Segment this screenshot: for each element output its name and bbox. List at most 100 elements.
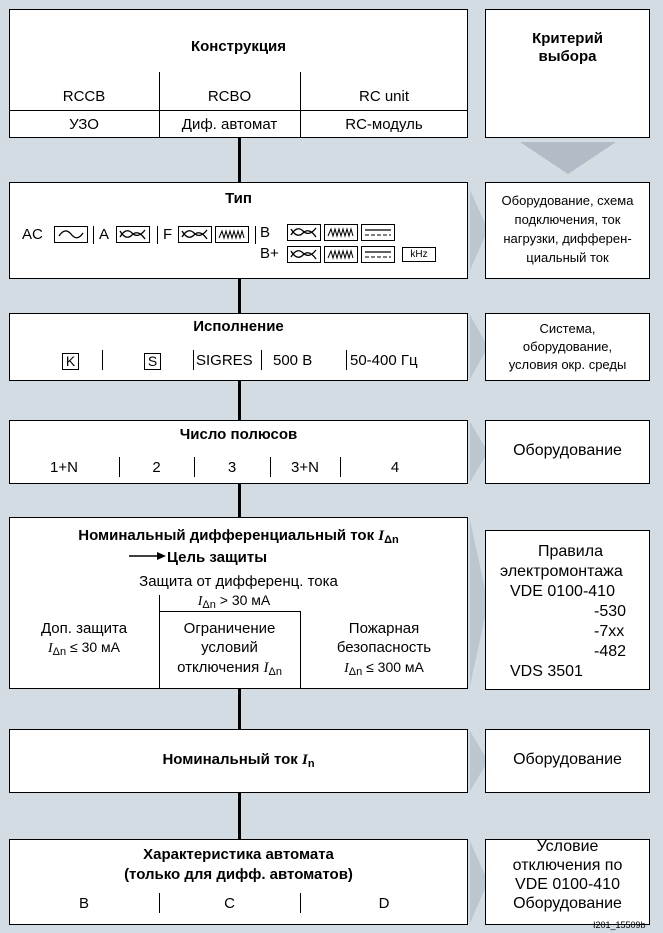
- type-label-ac: AC: [22, 226, 43, 243]
- construction-col-rcmodule: RC-модуль: [345, 116, 423, 133]
- residual-title-text: Номинальный дифференциальный ток: [78, 527, 379, 544]
- arrow-right-shape: [470, 190, 488, 270]
- divider: [119, 457, 120, 477]
- value: ≤ 30 мА: [66, 639, 121, 655]
- divider: [159, 893, 160, 913]
- criterion-residual-line: -7xx: [594, 623, 625, 640]
- characteristic-box: [9, 839, 468, 925]
- arrow-right-icon: [129, 552, 166, 560]
- symbol: I: [197, 594, 203, 609]
- type-label-b: B: [260, 224, 271, 241]
- arrow-right-shape: [470, 422, 488, 482]
- criterion-residual-line: VDS 3501: [510, 663, 583, 680]
- criterion-rated-box: [485, 729, 650, 793]
- divider: [270, 457, 271, 477]
- residual-col1-value: IΔn ≤ 30 мА: [9, 639, 159, 658]
- arrow-down-shape: [520, 142, 616, 174]
- criterion-residual-box: [485, 530, 650, 690]
- connector: [238, 793, 241, 839]
- divider: [9, 110, 468, 111]
- residual-col3-line2: безопасность: [336, 639, 432, 656]
- residual-col2-line1: Ограничение: [183, 620, 276, 637]
- divider: [157, 226, 158, 244]
- construction-box: [9, 9, 468, 138]
- criterion-execution-line: условия окр. среды: [508, 357, 627, 372]
- arrow-right-shape: [470, 841, 488, 923]
- criterion-type-line: подключения, ток: [514, 212, 621, 227]
- poles-item: 2: [152, 459, 161, 476]
- characteristic-item: C: [224, 895, 235, 912]
- subscript: Δn: [52, 646, 67, 658]
- execution-s-badge: S: [144, 353, 161, 370]
- f-pulsating-icon: [178, 226, 212, 243]
- divider: [346, 350, 347, 370]
- criterion-execution-line: оборудование,: [522, 339, 613, 354]
- criterion-type-line: циальный ток: [526, 250, 609, 265]
- khz-label: kHz: [410, 249, 428, 260]
- type-title: Тип: [225, 190, 252, 207]
- construction-col-rcunit: RC unit: [358, 88, 410, 105]
- criterion-header: Критерий выбора: [532, 30, 603, 65]
- characteristic-item: D: [378, 895, 390, 912]
- b-multifrequency-icon: [324, 224, 358, 241]
- type-label-bplus: B+: [260, 245, 279, 262]
- subscript: n: [307, 758, 315, 770]
- divider: [159, 595, 160, 689]
- construction-title: Конструкция: [190, 38, 287, 55]
- divider: [102, 350, 103, 370]
- value: ≤ 300 мА: [362, 659, 424, 675]
- residual-title-subscript: Δn: [384, 534, 399, 546]
- poles-item: 4: [390, 459, 400, 476]
- construction-col-dif: Диф. автомат: [181, 116, 278, 133]
- symbol: I: [47, 641, 53, 656]
- criterion-rated: Оборудование: [513, 751, 622, 768]
- criterion-residual-line: VDE 0100-410: [510, 583, 615, 600]
- bplus-dc-icon: [361, 246, 395, 263]
- criterion-type-line: Оборудование, схема: [501, 193, 634, 208]
- criterion-characteristic-line: VDE 0100-410: [515, 876, 620, 893]
- a-pulsating-icon: [116, 226, 150, 243]
- residual-box: [9, 517, 468, 689]
- connector: [238, 689, 241, 729]
- b-dc-icon: [361, 224, 395, 241]
- criterion-execution-box: [485, 313, 650, 381]
- residual-col2-line2: условий: [201, 639, 258, 656]
- divider: [300, 72, 301, 138]
- execution-freq: 50-400 Гц: [350, 352, 418, 369]
- residual-col2-line3: отключения IΔn: [159, 659, 300, 678]
- criterion-poles: Оборудование: [513, 442, 622, 459]
- criterion-header-box: [485, 9, 650, 138]
- criterion-execution-line: Система,: [539, 321, 596, 336]
- subscript: Δn: [348, 666, 363, 678]
- divider: [255, 226, 256, 244]
- poles-box: [9, 420, 468, 484]
- poles-item: 3: [227, 459, 237, 476]
- criterion-characteristic-line: Оборудование: [513, 895, 622, 912]
- text: отключения: [177, 659, 264, 676]
- residual-title-symbol: I: [378, 528, 385, 544]
- type-label-a: A: [99, 226, 110, 243]
- execution-500v: 500 В: [273, 352, 313, 369]
- criterion-type-box: [485, 182, 650, 279]
- connector: [238, 138, 241, 182]
- arrow-right-shape: [470, 731, 488, 791]
- residual-col3-value: IΔn ≤ 300 мА: [300, 659, 468, 678]
- divider: [193, 350, 194, 370]
- criterion-characteristic-line: Условие: [536, 838, 599, 855]
- connector: [238, 484, 241, 517]
- execution-s-label: S: [147, 353, 158, 369]
- divider: [261, 350, 262, 370]
- construction-col-rcbo: RCBO: [207, 88, 252, 105]
- poles-title: Число полюсов: [179, 426, 298, 443]
- residual-title: Номинальный дифференциальный ток IΔn: [9, 527, 468, 546]
- rated-box: [9, 729, 468, 793]
- criterion-characteristic-line: отключения по: [512, 857, 623, 874]
- bplus-pulsating-icon: [287, 246, 321, 263]
- execution-box: [9, 313, 468, 381]
- divider: [194, 457, 195, 477]
- symbol: I: [263, 660, 269, 676]
- poles-item: 3+N: [291, 459, 319, 476]
- divider: [300, 611, 301, 689]
- criterion-characteristic-box: [485, 839, 650, 925]
- criterion-residual-line: -482: [594, 643, 627, 660]
